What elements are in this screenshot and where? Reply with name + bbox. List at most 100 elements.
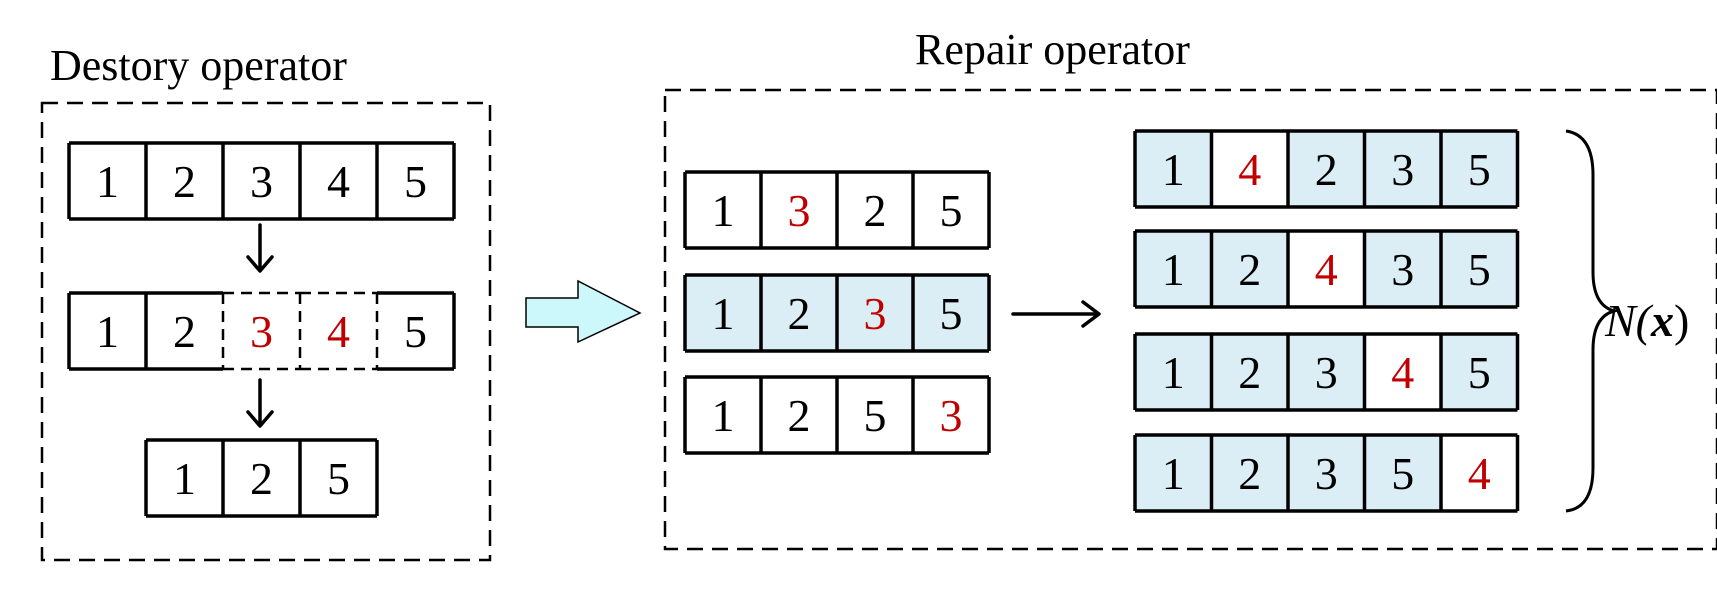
cell-number: 4 bbox=[1238, 144, 1261, 195]
cell-number: 3 bbox=[1391, 244, 1414, 295]
cell-number: 2 bbox=[173, 156, 196, 207]
cell-number: 1 bbox=[96, 156, 119, 207]
cell-background bbox=[685, 275, 761, 351]
cell-number: 2 bbox=[788, 390, 811, 441]
cell-background bbox=[1288, 334, 1365, 410]
cell-background bbox=[223, 143, 300, 219]
right-arrow-icon bbox=[1011, 300, 1101, 328]
neighborhood-prefix: N( bbox=[1604, 295, 1654, 346]
cell-background bbox=[1135, 334, 1212, 410]
destroy-row-original: 1 2 3 4 5 bbox=[67, 141, 456, 221]
cell-background bbox=[146, 293, 223, 369]
repair-title: Repair operator bbox=[915, 25, 1190, 74]
cell-background bbox=[1441, 231, 1518, 307]
cell-number: 1 bbox=[1162, 244, 1185, 295]
neighborhood-suffix: ) bbox=[1674, 295, 1689, 346]
cell-background bbox=[146, 440, 223, 516]
cell-background bbox=[1135, 231, 1212, 307]
cell-number: 4 bbox=[1391, 347, 1414, 398]
neighborhood-var: x bbox=[1650, 295, 1674, 346]
cell-background bbox=[377, 143, 454, 219]
cell-number: 1 bbox=[1162, 347, 1185, 398]
cell-background bbox=[1288, 435, 1365, 511]
cell-number: 3 bbox=[1315, 448, 1338, 499]
cell-number: 2 bbox=[788, 288, 811, 339]
cell-background bbox=[913, 377, 989, 453]
cell-number: 5 bbox=[940, 185, 963, 236]
cell-number: 3 bbox=[1391, 144, 1414, 195]
destroy-title: Destory operator bbox=[50, 41, 347, 90]
cell-background bbox=[300, 440, 377, 516]
cell-background bbox=[1288, 131, 1365, 207]
cell-number: 5 bbox=[327, 453, 350, 504]
cell-background bbox=[1211, 334, 1288, 410]
cell-number: 1 bbox=[712, 185, 735, 236]
cell-background bbox=[837, 377, 913, 453]
down-arrow-icon bbox=[246, 378, 274, 428]
cell-number: 3 bbox=[250, 156, 273, 207]
repair-candidate-row: 1 3 2 5 bbox=[683, 170, 991, 250]
cell-number: 3 bbox=[940, 390, 963, 441]
cell-background bbox=[69, 143, 146, 219]
cell-background bbox=[1441, 334, 1518, 410]
cell-number: 2 bbox=[250, 453, 273, 504]
repair-candidate-row-selected: 1 2 3 5 bbox=[683, 273, 991, 353]
cell-number: 5 bbox=[1468, 244, 1491, 295]
cell-number: 2 bbox=[1315, 144, 1338, 195]
cell-number: 3 bbox=[1315, 347, 1338, 398]
cell-number: 1 bbox=[96, 306, 119, 357]
down-arrow-icon bbox=[246, 223, 274, 273]
cell-background bbox=[685, 377, 761, 453]
block-arrow-icon bbox=[525, 279, 642, 344]
cell-background bbox=[837, 172, 913, 248]
cell-background bbox=[913, 275, 989, 351]
cell-number: 3 bbox=[250, 306, 273, 357]
cell-number: 5 bbox=[404, 156, 427, 207]
neighborhood-label: N(x) bbox=[1604, 295, 1689, 346]
cell-number: 5 bbox=[940, 288, 963, 339]
cell-background bbox=[1211, 131, 1288, 207]
cell-number: 1 bbox=[173, 453, 196, 504]
cell-background bbox=[761, 172, 837, 248]
cell-background bbox=[761, 275, 837, 351]
cell-background bbox=[1364, 334, 1441, 410]
neighbor-row: 1 2 4 3 5 bbox=[1133, 229, 1520, 309]
cell-background bbox=[685, 172, 761, 248]
cell-background bbox=[223, 440, 300, 516]
cell-number: 3 bbox=[788, 185, 811, 236]
cell-background bbox=[1211, 231, 1288, 307]
cell-background bbox=[1135, 435, 1212, 511]
cell-number: 4 bbox=[1468, 448, 1491, 499]
cell-background bbox=[1135, 131, 1212, 207]
brace-icon bbox=[1565, 129, 1620, 513]
cell-background bbox=[223, 293, 300, 369]
cell-number: 2 bbox=[864, 185, 887, 236]
cell-number: 1 bbox=[712, 288, 735, 339]
cell-background bbox=[377, 293, 454, 369]
cell-background bbox=[913, 172, 989, 248]
cell-background bbox=[300, 293, 377, 369]
cell-number: 4 bbox=[327, 156, 350, 207]
cell-background bbox=[1211, 435, 1288, 511]
cell-number: 5 bbox=[404, 306, 427, 357]
cell-number: 4 bbox=[1315, 244, 1338, 295]
cell-number: 2 bbox=[1238, 244, 1261, 295]
cell-background bbox=[69, 293, 146, 369]
cell-background bbox=[300, 143, 377, 219]
cell-number: 5 bbox=[1468, 144, 1491, 195]
repair-panel bbox=[663, 88, 1717, 551]
cell-number: 2 bbox=[1238, 347, 1261, 398]
cell-number: 3 bbox=[864, 288, 887, 339]
cell-number: 5 bbox=[1391, 448, 1414, 499]
cell-background bbox=[837, 275, 913, 351]
cell-number: 4 bbox=[327, 306, 350, 357]
cell-background bbox=[761, 377, 837, 453]
cell-background bbox=[1364, 131, 1441, 207]
destroy-panel bbox=[40, 101, 492, 562]
